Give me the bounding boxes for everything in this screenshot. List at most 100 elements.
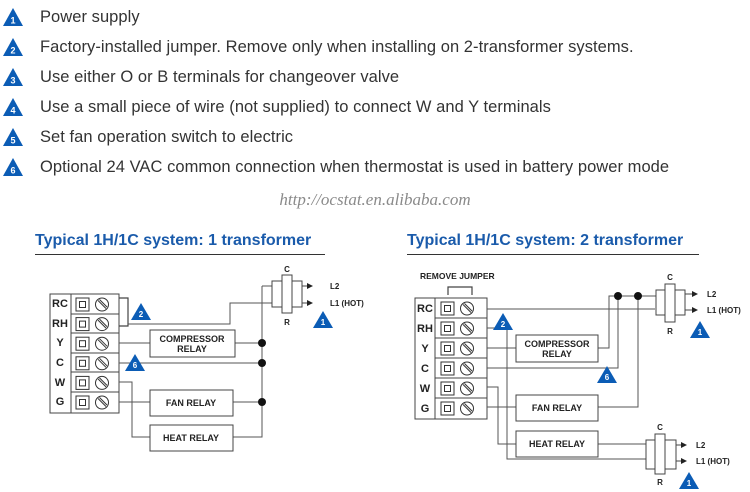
diagram2-junctions bbox=[614, 292, 642, 300]
terminal-screw bbox=[75, 317, 109, 332]
watermark-url: http://ocstat.en.alibaba.com bbox=[279, 190, 471, 209]
svg-text:L2: L2 bbox=[696, 441, 706, 450]
terminal-screw bbox=[75, 356, 109, 371]
warning-triangle-icon: 1 bbox=[690, 321, 710, 338]
svg-text:6: 6 bbox=[133, 361, 138, 370]
svg-text:COMPRESSOR: COMPRESSOR bbox=[524, 339, 590, 349]
diagram2-title: Typical 1H/1C system: 2 transformer bbox=[407, 232, 684, 249]
terminal-label: C bbox=[56, 357, 64, 369]
terminal-screws bbox=[440, 301, 474, 416]
svg-text:6: 6 bbox=[605, 373, 610, 382]
terminal-label: Y bbox=[56, 337, 64, 349]
warning-triangle-icon: 5 bbox=[3, 128, 23, 146]
warning-triangle-icon: 1 bbox=[3, 8, 23, 26]
terminal-label: W bbox=[55, 377, 66, 389]
svg-text:2: 2 bbox=[501, 320, 506, 329]
diagram2-compressor-relay: COMPRESSOR RELAY bbox=[515, 334, 599, 363]
terminal-label: W bbox=[420, 383, 431, 395]
svg-text:1: 1 bbox=[321, 318, 326, 327]
terminal-screw bbox=[75, 395, 109, 410]
terminal-screw bbox=[440, 301, 474, 316]
note-text: Power supply bbox=[40, 8, 140, 26]
warning-triangle-icon: 6 bbox=[3, 158, 23, 176]
svg-text:FAN RELAY: FAN RELAY bbox=[532, 403, 582, 413]
diagram1-junctions bbox=[258, 339, 266, 406]
warning-triangle-icon: 6 bbox=[597, 366, 617, 383]
svg-text:C: C bbox=[667, 273, 673, 282]
diagram2-terminal-block: RC RH Y C W G bbox=[414, 297, 488, 420]
svg-text:1: 1 bbox=[698, 328, 703, 337]
diagram1-title-rule bbox=[35, 254, 325, 255]
diagram2-fan-relay: FAN RELAY bbox=[515, 394, 599, 422]
terminal-label: RH bbox=[417, 323, 433, 335]
svg-text:HEAT RELAY: HEAT RELAY bbox=[529, 439, 585, 449]
warning-triangle-icon: 2 bbox=[3, 38, 23, 56]
warning-triangle-icon: 1 bbox=[313, 311, 333, 328]
svg-text:FAN RELAY: FAN RELAY bbox=[166, 398, 216, 408]
svg-text:L2: L2 bbox=[707, 290, 717, 299]
diagram1-terminal-block: RC RH Y C W G bbox=[49, 293, 120, 414]
note-number: 5 bbox=[10, 136, 15, 146]
diagram2-transformer-2: C R L2 L1 (HOT) bbox=[645, 423, 730, 487]
note-text: Optional 24 VAC common connection when t… bbox=[40, 158, 670, 176]
terminal-label: Y bbox=[421, 343, 429, 355]
warning-triangle-icon: 6 bbox=[125, 354, 145, 371]
diagram2-transformer-1: C R L2 L1 (HOT) bbox=[655, 273, 741, 336]
diagram2-title-rule bbox=[407, 254, 699, 255]
svg-text:C: C bbox=[284, 265, 290, 274]
removed-jumper bbox=[447, 286, 473, 295]
svg-text:COMPRESSOR: COMPRESSOR bbox=[159, 334, 225, 344]
warning-triangle-icon: 3 bbox=[3, 68, 23, 86]
svg-text:L1 (HOT): L1 (HOT) bbox=[330, 299, 364, 308]
note-number: 3 bbox=[10, 76, 15, 86]
note-number: 6 bbox=[10, 166, 15, 176]
diagram1-title: Typical 1H/1C system: 1 transformer bbox=[35, 232, 312, 249]
factory-jumper bbox=[119, 297, 129, 327]
terminal-label: RC bbox=[417, 303, 433, 315]
note-text: Set fan operation switch to electric bbox=[40, 128, 294, 146]
terminal-label: G bbox=[56, 396, 65, 408]
diagram1-fan-relay: FAN RELAY bbox=[149, 389, 234, 417]
terminal-screw bbox=[440, 381, 474, 396]
warning-triangle-icon: 2 bbox=[131, 303, 151, 320]
warning-triangle-icon: 1 bbox=[679, 472, 699, 489]
svg-text:L2: L2 bbox=[330, 282, 340, 291]
svg-text:L1 (HOT): L1 (HOT) bbox=[707, 306, 741, 315]
svg-text:L1 (HOT): L1 (HOT) bbox=[696, 457, 730, 466]
note-text: Use a small piece of wire (not supplied)… bbox=[40, 98, 551, 116]
diagram1-compressor-relay: COMPRESSOR RELAY bbox=[149, 329, 236, 358]
remove-jumper-label: REMOVE JUMPER bbox=[420, 271, 495, 281]
svg-text:R: R bbox=[657, 478, 663, 487]
note-number: 4 bbox=[10, 106, 15, 116]
note-number: 2 bbox=[10, 46, 15, 56]
svg-text:RELAY: RELAY bbox=[177, 344, 207, 354]
warning-triangle-icon: 4 bbox=[3, 98, 23, 116]
terminal-label: RC bbox=[52, 298, 68, 310]
terminal-screw bbox=[75, 375, 109, 390]
terminal-screw bbox=[440, 361, 474, 376]
svg-text:1: 1 bbox=[687, 479, 692, 488]
note-number: 1 bbox=[10, 16, 15, 26]
svg-text:RELAY: RELAY bbox=[542, 349, 572, 359]
diagram2-heat-relay: HEAT RELAY bbox=[515, 430, 599, 458]
note-text: Factory-installed jumper. Remove only wh… bbox=[40, 38, 634, 56]
terminal-screw bbox=[75, 297, 109, 312]
diagram1-heat-relay: HEAT RELAY bbox=[149, 424, 234, 452]
diagram1-transformer: C R L2 L1 (HOT) bbox=[271, 265, 364, 327]
terminal-screw bbox=[440, 321, 474, 336]
svg-text:2: 2 bbox=[139, 310, 144, 319]
svg-text:C: C bbox=[657, 423, 663, 432]
terminal-screws bbox=[75, 297, 109, 410]
terminal-screw bbox=[440, 401, 474, 416]
svg-text:HEAT RELAY: HEAT RELAY bbox=[163, 433, 219, 443]
svg-text:R: R bbox=[284, 318, 290, 327]
terminal-label: G bbox=[421, 403, 430, 415]
terminal-screw bbox=[440, 341, 474, 356]
terminal-label: RH bbox=[52, 318, 68, 330]
warning-triangle-icon: 2 bbox=[493, 313, 513, 330]
terminal-label: C bbox=[421, 363, 429, 375]
note-text: Use either O or B terminals for changeov… bbox=[40, 68, 400, 86]
svg-text:R: R bbox=[667, 327, 673, 336]
